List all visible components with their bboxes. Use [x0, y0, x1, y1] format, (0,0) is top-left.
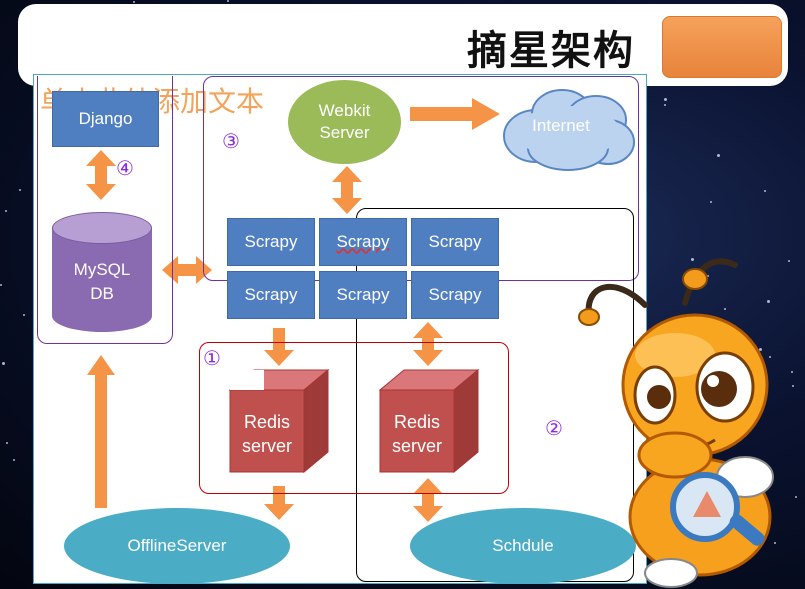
django-box: Django: [52, 91, 159, 147]
cylinder-top: [52, 212, 152, 244]
star: [664, 98, 667, 101]
schedule-node: Schdule: [410, 508, 636, 584]
star: [664, 104, 666, 106]
scrapy-box: Scrapy: [319, 218, 407, 266]
star: [0, 284, 2, 286]
mysql-db-cylinder: MySQL DB: [52, 212, 152, 334]
redis-server-cube-1: [228, 368, 330, 474]
redis-2-label: Redis server: [380, 410, 454, 458]
marker-2: ②: [545, 416, 563, 440]
scrapy-label: Scrapy: [244, 285, 298, 304]
django-label: Django: [78, 109, 133, 128]
arrow-scrapy-redis2: [413, 322, 443, 366]
redis-2-label-line1: Redis: [393, 412, 441, 432]
scrapy-label: Scrapy: [428, 232, 482, 251]
arrow-django-mysql: [86, 150, 116, 200]
internet-label: Internet: [532, 116, 590, 135]
arrow-mysql-scrapy: [162, 256, 212, 284]
region-1-redis: [199, 342, 509, 494]
scrapy-box: Scrapy: [411, 271, 499, 319]
ant-mascot-illustration: [578, 258, 774, 588]
mysql-label-line2: DB: [90, 284, 114, 303]
marker-3: ③: [222, 129, 240, 153]
star: [759, 348, 762, 351]
mysql-label: MySQL DB: [52, 258, 152, 306]
arrow-redis1-offline: [264, 486, 294, 520]
redis-1-label-line1: Redis: [243, 412, 291, 432]
arrow-redis2-schedule: [413, 478, 443, 522]
title-bar: [18, 4, 788, 86]
marker-1: ①: [203, 346, 221, 370]
scrapy-label: Scrapy: [428, 285, 482, 304]
schedule-label: Schdule: [492, 536, 554, 555]
webkit-label-line2: Server: [319, 123, 370, 142]
scrapy-box: Scrapy: [411, 218, 499, 266]
star: [133, 1, 135, 3]
star: [227, 0, 229, 2]
internet-cloud: [503, 89, 635, 171]
star: [769, 356, 771, 358]
star: [767, 300, 770, 303]
webkit-label-line1: Webkit: [318, 101, 371, 120]
star: [717, 154, 720, 157]
orange-badge: [662, 16, 782, 78]
scrapy-label: Scrapy: [336, 285, 390, 304]
star: [2, 362, 5, 365]
star: [774, 542, 776, 544]
scrapy-box: Scrapy: [319, 271, 407, 319]
star: [6, 442, 8, 444]
region-4-django: [37, 76, 173, 344]
arrow-webkit-scrapy: [332, 166, 362, 214]
cylinder-body: [52, 228, 152, 332]
redis-1-label: Redis server: [230, 410, 304, 458]
star: [710, 201, 712, 203]
star: [795, 496, 797, 498]
star: [791, 371, 793, 373]
arrow-webkit-internet: [410, 98, 500, 130]
offline-server-label: OfflineServer: [127, 536, 227, 555]
star: [764, 190, 766, 192]
webkit-server-node: Webkit Server: [288, 80, 401, 164]
star: [13, 459, 15, 461]
star: [724, 308, 726, 310]
star: [707, 275, 709, 277]
star: [19, 189, 21, 191]
scrapy-label: Scrapy: [244, 232, 298, 251]
offline-server-node: OfflineServer: [64, 508, 290, 584]
scrapy-box: Scrapy: [227, 271, 315, 319]
redis-1-label-line2: server: [241, 436, 292, 456]
arrow-offline-mysql: [87, 355, 115, 508]
star: [792, 385, 794, 387]
redis-2-label-line2: server: [391, 436, 442, 456]
arrow-scrapy-redis1: [264, 328, 294, 366]
star: [691, 258, 694, 261]
mysql-label-line1: MySQL: [73, 260, 131, 279]
page-title: 摘星架构: [467, 28, 635, 74]
redis-server-cube-2: [378, 368, 480, 474]
scrapy-box: Scrapy: [227, 218, 315, 266]
marker-4: ④: [116, 156, 134, 180]
star: [788, 260, 790, 262]
star: [5, 210, 7, 212]
scrapy-label: Scrapy: [336, 232, 390, 251]
star: [23, 314, 25, 316]
